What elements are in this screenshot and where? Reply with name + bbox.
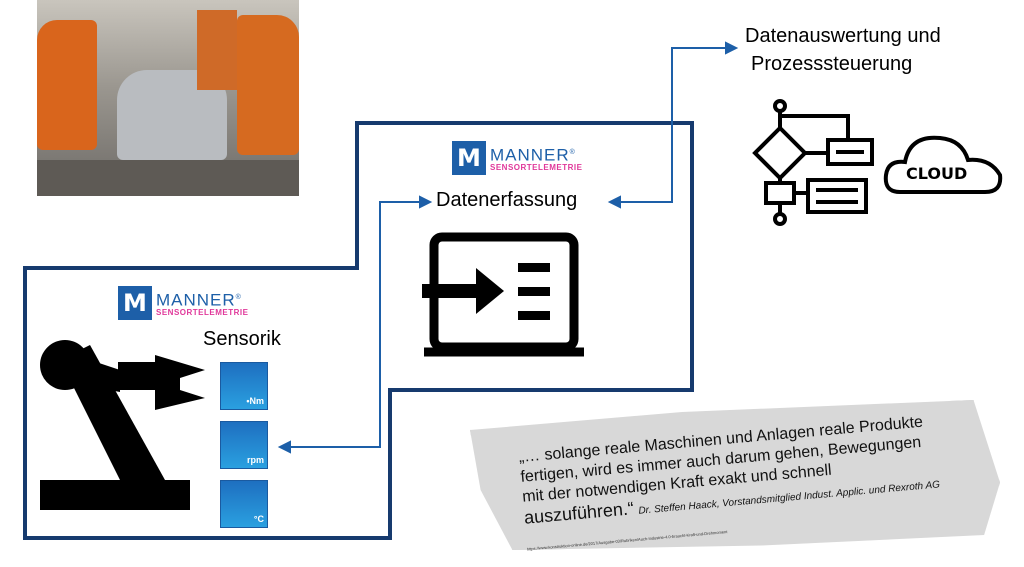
cloud-icon [883, 135, 1003, 194]
manner-logo-mark: M [452, 141, 486, 175]
cloud-label: CLOUD [906, 164, 968, 183]
import-arrow-icon [422, 263, 550, 320]
connector-arrow-left [277, 195, 433, 454]
robot-arm-icon [40, 340, 205, 510]
flowchart-icon [752, 99, 874, 226]
connector-arrow-top [607, 41, 739, 209]
thermometer-sensor-icon: °C [220, 480, 268, 528]
speedometer-sensor-icon: rpm [220, 421, 268, 469]
manner-logo-bottom: M MANNER®SENSORTELEMETRIE [118, 286, 248, 320]
quote-paper [470, 400, 1000, 550]
manner-logo-mark: M [118, 286, 152, 320]
torque-sensor-icon: •Nm [220, 362, 268, 410]
sensorik-label: Sensorik [203, 328, 281, 350]
datenauswertung-title: Datenauswertung und Prozesssteuerung [745, 25, 941, 75]
factory-photo [37, 0, 299, 196]
manner-logo-top: M MANNER®SENSORTELEMETRIE [452, 141, 582, 175]
datenerfassung-label: Datenerfassung [436, 189, 578, 211]
